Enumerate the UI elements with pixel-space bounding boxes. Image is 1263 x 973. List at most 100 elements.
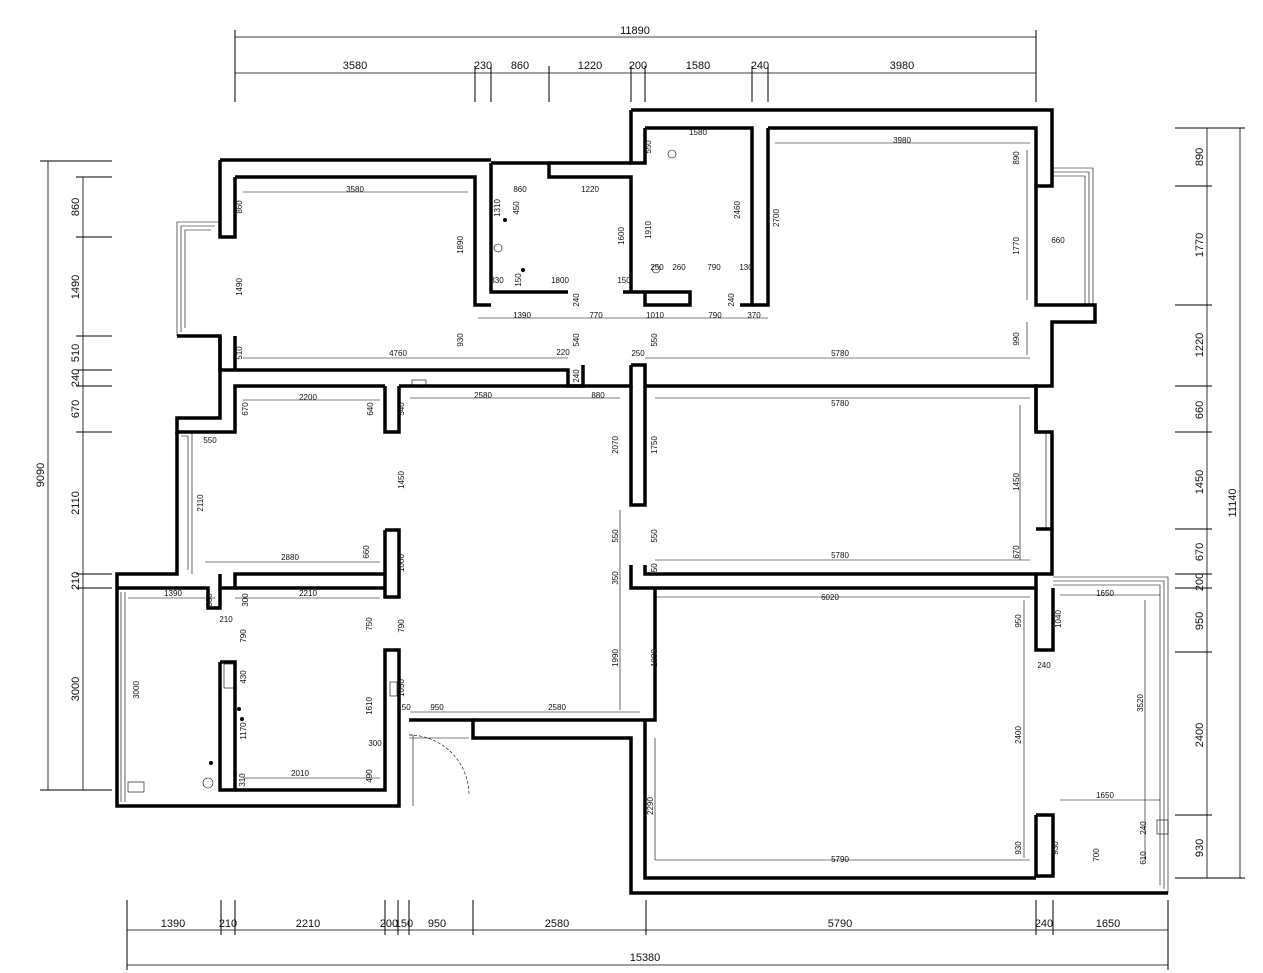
label-co-3: 540 — [397, 402, 406, 416]
label-lr-11: 1650 — [1096, 791, 1114, 800]
label-lm-5: 2110 — [196, 494, 205, 512]
right-dim-4: 660 — [1194, 401, 1206, 419]
label-k-9: 310 — [238, 773, 247, 787]
overall-height-left: 9090 — [35, 463, 47, 487]
top-dim-8: 3980 — [890, 60, 914, 72]
top-left-room-labels: 3580 860 1490 4760 510 930 1890 — [235, 185, 465, 360]
left-dim-1: 860 — [70, 198, 82, 216]
label-lr-6: 3520 — [1136, 694, 1145, 712]
label-b2-3: 1910 — [644, 221, 653, 239]
label-mb-3: 2700 — [772, 209, 781, 227]
bottom-dim-8: 5790 — [828, 918, 852, 930]
label-mb-6: 5780 — [831, 349, 849, 358]
label-b2-5: 250 — [650, 263, 664, 272]
top-dim-2: 230 — [474, 60, 492, 72]
label-lm-2: 670 — [241, 402, 250, 416]
label-co-1: 2580 — [474, 391, 492, 400]
label-lm-7: 2880 — [281, 553, 299, 562]
label-k-3: 300 — [241, 593, 250, 607]
master-bedroom-labels: 3980 890 2700 1770 660 5780 990 — [772, 136, 1065, 358]
label-k-10: 2210 — [299, 589, 317, 598]
inner-dimension-lines — [128, 142, 1160, 861]
label-tl-5: 510 — [235, 346, 244, 360]
label-e-3: 1990 — [611, 649, 620, 667]
label-k-8: 3000 — [132, 681, 141, 699]
left-dim-7: 210 — [70, 572, 82, 590]
label-k-6: 430 — [239, 670, 248, 684]
bottom-dim-3: 2210 — [296, 918, 320, 930]
label-b1-6: 150 — [514, 273, 523, 287]
label-rm-6: 550 — [650, 529, 659, 543]
label-k-2: 300 — [205, 593, 214, 607]
label-k-5: 790 — [239, 629, 248, 643]
right-dim-3: 1220 — [1194, 333, 1206, 357]
label-b1-1: 860 — [513, 185, 527, 194]
label-k-4: 210 — [219, 615, 233, 624]
left-dimensions: 9090 860 1490 510 240 670 2110 210 3000 — [35, 160, 112, 791]
label-lr-7: 1650 — [1096, 589, 1114, 598]
label-sr-5: 370 — [747, 311, 761, 320]
label-lr-1: 6020 — [821, 593, 839, 602]
overall-height-right: 11140 — [1227, 489, 1239, 518]
corridor-labels: 2580 880 540 220 250 550 240 — [397, 333, 659, 416]
right-dim-1: 890 — [1194, 148, 1206, 166]
label-b1-4: 450 — [512, 201, 521, 215]
label-k-11: 790 — [397, 619, 406, 633]
label-co-5: 250 — [631, 349, 645, 358]
bottom-dim-7: 2580 — [545, 918, 569, 930]
left-dim-3: 510 — [70, 344, 82, 362]
label-lm-6: 1450 — [397, 471, 406, 489]
label-mb-1: 3980 — [893, 136, 911, 145]
label-sr-3: 1010 — [646, 311, 664, 320]
left-dim-4: 240 — [70, 369, 82, 387]
living-room-labels: 6020 950 1040 240 2400 3520 1650 2290 57… — [646, 589, 1148, 865]
label-lr-12: 240 — [1139, 821, 1148, 835]
label-lr-13: 930 — [1051, 841, 1060, 855]
label-tl-1: 3580 — [346, 185, 364, 194]
label-lr-2: 950 — [1014, 614, 1023, 628]
left-dim-2: 1490 — [70, 275, 82, 299]
service-row-labels: 1390 770 1010 790 370 240 540 240 — [513, 293, 761, 347]
label-co-6: 550 — [650, 333, 659, 347]
label-b2-7: 790 — [707, 263, 721, 272]
label-lm-1: 2200 — [299, 393, 317, 402]
label-lr-9: 5790 — [831, 855, 849, 864]
top-dim-3: 860 — [511, 60, 529, 72]
label-tl-6: 930 — [456, 333, 465, 347]
label-b1-5: 330 — [490, 276, 504, 285]
bottom-dim-1: 1390 — [161, 918, 185, 930]
label-k-12: 750 — [365, 617, 374, 631]
label-sr-4: 790 — [708, 311, 722, 320]
label-lr-10: 930 — [1014, 841, 1023, 855]
label-rm-8: 670 — [1012, 545, 1021, 559]
label-tl-7: 1890 — [456, 236, 465, 254]
label-k-1: 1390 — [164, 589, 182, 598]
label-tl-2: 860 — [235, 200, 244, 214]
top-dim-5: 200 — [629, 60, 647, 72]
label-b2-6: 260 — [672, 263, 686, 272]
left-mid-room-labels: 2200 670 640 550 2110 1450 2880 660 1000 — [196, 393, 406, 572]
bottom-dim-5: 150 — [395, 918, 413, 930]
bottom-dim-9: 240 — [1035, 918, 1053, 930]
right-dim-5: 1450 — [1194, 470, 1206, 494]
fixtures — [127, 149, 1169, 835]
right-dim-9: 2400 — [1194, 723, 1206, 747]
label-rm-9: 350 — [611, 571, 620, 585]
bathroom-2-labels: 1580 550 1910 2460 250 260 790 130 — [644, 128, 753, 272]
label-lr-5: 2400 — [1014, 726, 1023, 744]
label-k-16: 490 — [365, 769, 374, 783]
entry-labels: 950 2580 1990 1990 — [430, 649, 659, 712]
label-lr-3: 1040 — [1054, 610, 1063, 628]
kitchen-labels: 1390 300 300 210 790 430 1170 3000 310 2… — [132, 589, 411, 787]
label-b1-7: 1800 — [551, 276, 569, 285]
label-mb-5: 660 — [1051, 236, 1065, 245]
label-mb-2: 890 — [1012, 151, 1021, 165]
right-dimensions: 11140 890 1770 1220 660 1450 670 200 950… — [1175, 127, 1245, 879]
label-mb-4: 1770 — [1012, 237, 1021, 255]
right-dim-8: 950 — [1194, 612, 1206, 630]
label-b2-2: 550 — [644, 140, 653, 154]
label-rm-2: 2070 — [611, 436, 620, 454]
left-dim-5: 670 — [70, 400, 82, 418]
windows — [120, 167, 1169, 893]
